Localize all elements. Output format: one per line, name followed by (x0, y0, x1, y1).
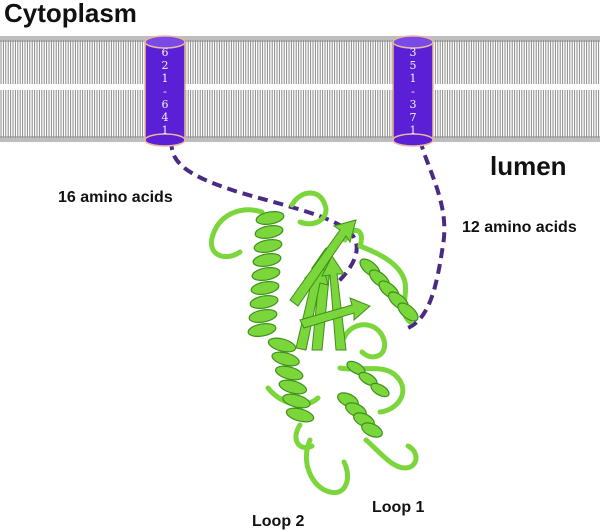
membrane-bottom-band (0, 136, 600, 142)
coil (208, 207, 265, 259)
helix-turn (361, 422, 383, 438)
helix-residue-numbers: 621-641 (162, 46, 169, 137)
linkers (169, 139, 447, 330)
transmembrane-helix-351-371: 351-371 (392, 35, 434, 147)
helix-residue-digit: 7 (410, 111, 417, 124)
helix-bottom-cap (144, 133, 186, 147)
helix-cylinder (144, 41, 186, 141)
helix-residue-digit: 2 (162, 59, 169, 72)
helix-residue-numbers: 351-371 (410, 46, 417, 137)
helix-turn (248, 309, 278, 323)
membrane-midline (0, 86, 600, 88)
protein-ribbon (208, 190, 419, 496)
helix-turn (249, 295, 279, 309)
alpha-helix (359, 258, 419, 322)
helix-residue-digit: 1 (162, 72, 169, 85)
linker-16-amino-acids (169, 139, 359, 284)
alpha-helix (267, 337, 315, 423)
helix-residue-digit: 5 (410, 59, 417, 72)
loop-1-coil (363, 437, 419, 471)
helix-residue-digit: 3 (410, 46, 417, 59)
helix-bottom-cap (392, 133, 434, 147)
helix-turn (282, 393, 311, 409)
helix-turn (278, 379, 308, 395)
beta-strand (289, 219, 357, 307)
membrane-top-band (0, 36, 600, 42)
membrane-bilayer (0, 36, 600, 142)
helix-residue-digit: 6 (162, 98, 169, 111)
helix-turn (250, 281, 280, 295)
lumen-label: lumen (490, 151, 567, 181)
helix-turn (255, 211, 285, 225)
helix-residue-digit: - (163, 85, 167, 98)
helix-turn (267, 337, 297, 353)
beta-strand (299, 297, 371, 329)
helix-residue-digit: 1 (162, 124, 169, 137)
helix-turn (285, 407, 315, 423)
linker-left-label: 16 amino acids (58, 189, 173, 206)
helix-turn (251, 267, 281, 281)
helix-top-cap (392, 35, 434, 49)
loop-1-label: Loop 1 (372, 499, 425, 516)
loop-2-label: Loop 2 (252, 513, 305, 530)
helix-turn (252, 253, 282, 267)
loop-2-coil (303, 437, 350, 496)
linker-12-amino-acids (407, 139, 447, 330)
helix-top-cap (144, 35, 186, 49)
helix-residue-digit: 1 (410, 72, 417, 85)
alpha-helix (247, 211, 285, 337)
linker-right-label: 12 amino acids (462, 219, 577, 236)
helix-residue-digit: 4 (162, 111, 169, 124)
beta-strand (321, 255, 347, 351)
cytoplasm-label: Cytoplasm (4, 0, 137, 28)
helix-turn (254, 225, 284, 239)
helix-turn (253, 239, 283, 253)
alpha-helix (337, 392, 383, 438)
coil (293, 422, 315, 450)
helix-turn (370, 382, 390, 398)
helix-residue-digit: 1 (410, 124, 417, 137)
helix-residue-digit: - (411, 85, 415, 98)
transmembrane-helix-621-641: 621-641 (144, 35, 186, 147)
coil (341, 322, 388, 360)
helix-residue-digit: 3 (410, 98, 417, 111)
helix-turn (247, 323, 277, 337)
coil (289, 190, 329, 227)
helix-turn (397, 302, 419, 322)
lipid-tails (0, 40, 600, 138)
helix-turn (274, 365, 304, 381)
helix-turn (271, 351, 300, 367)
alpha-helix (346, 360, 390, 398)
helix-residue-digit: 6 (162, 46, 169, 59)
